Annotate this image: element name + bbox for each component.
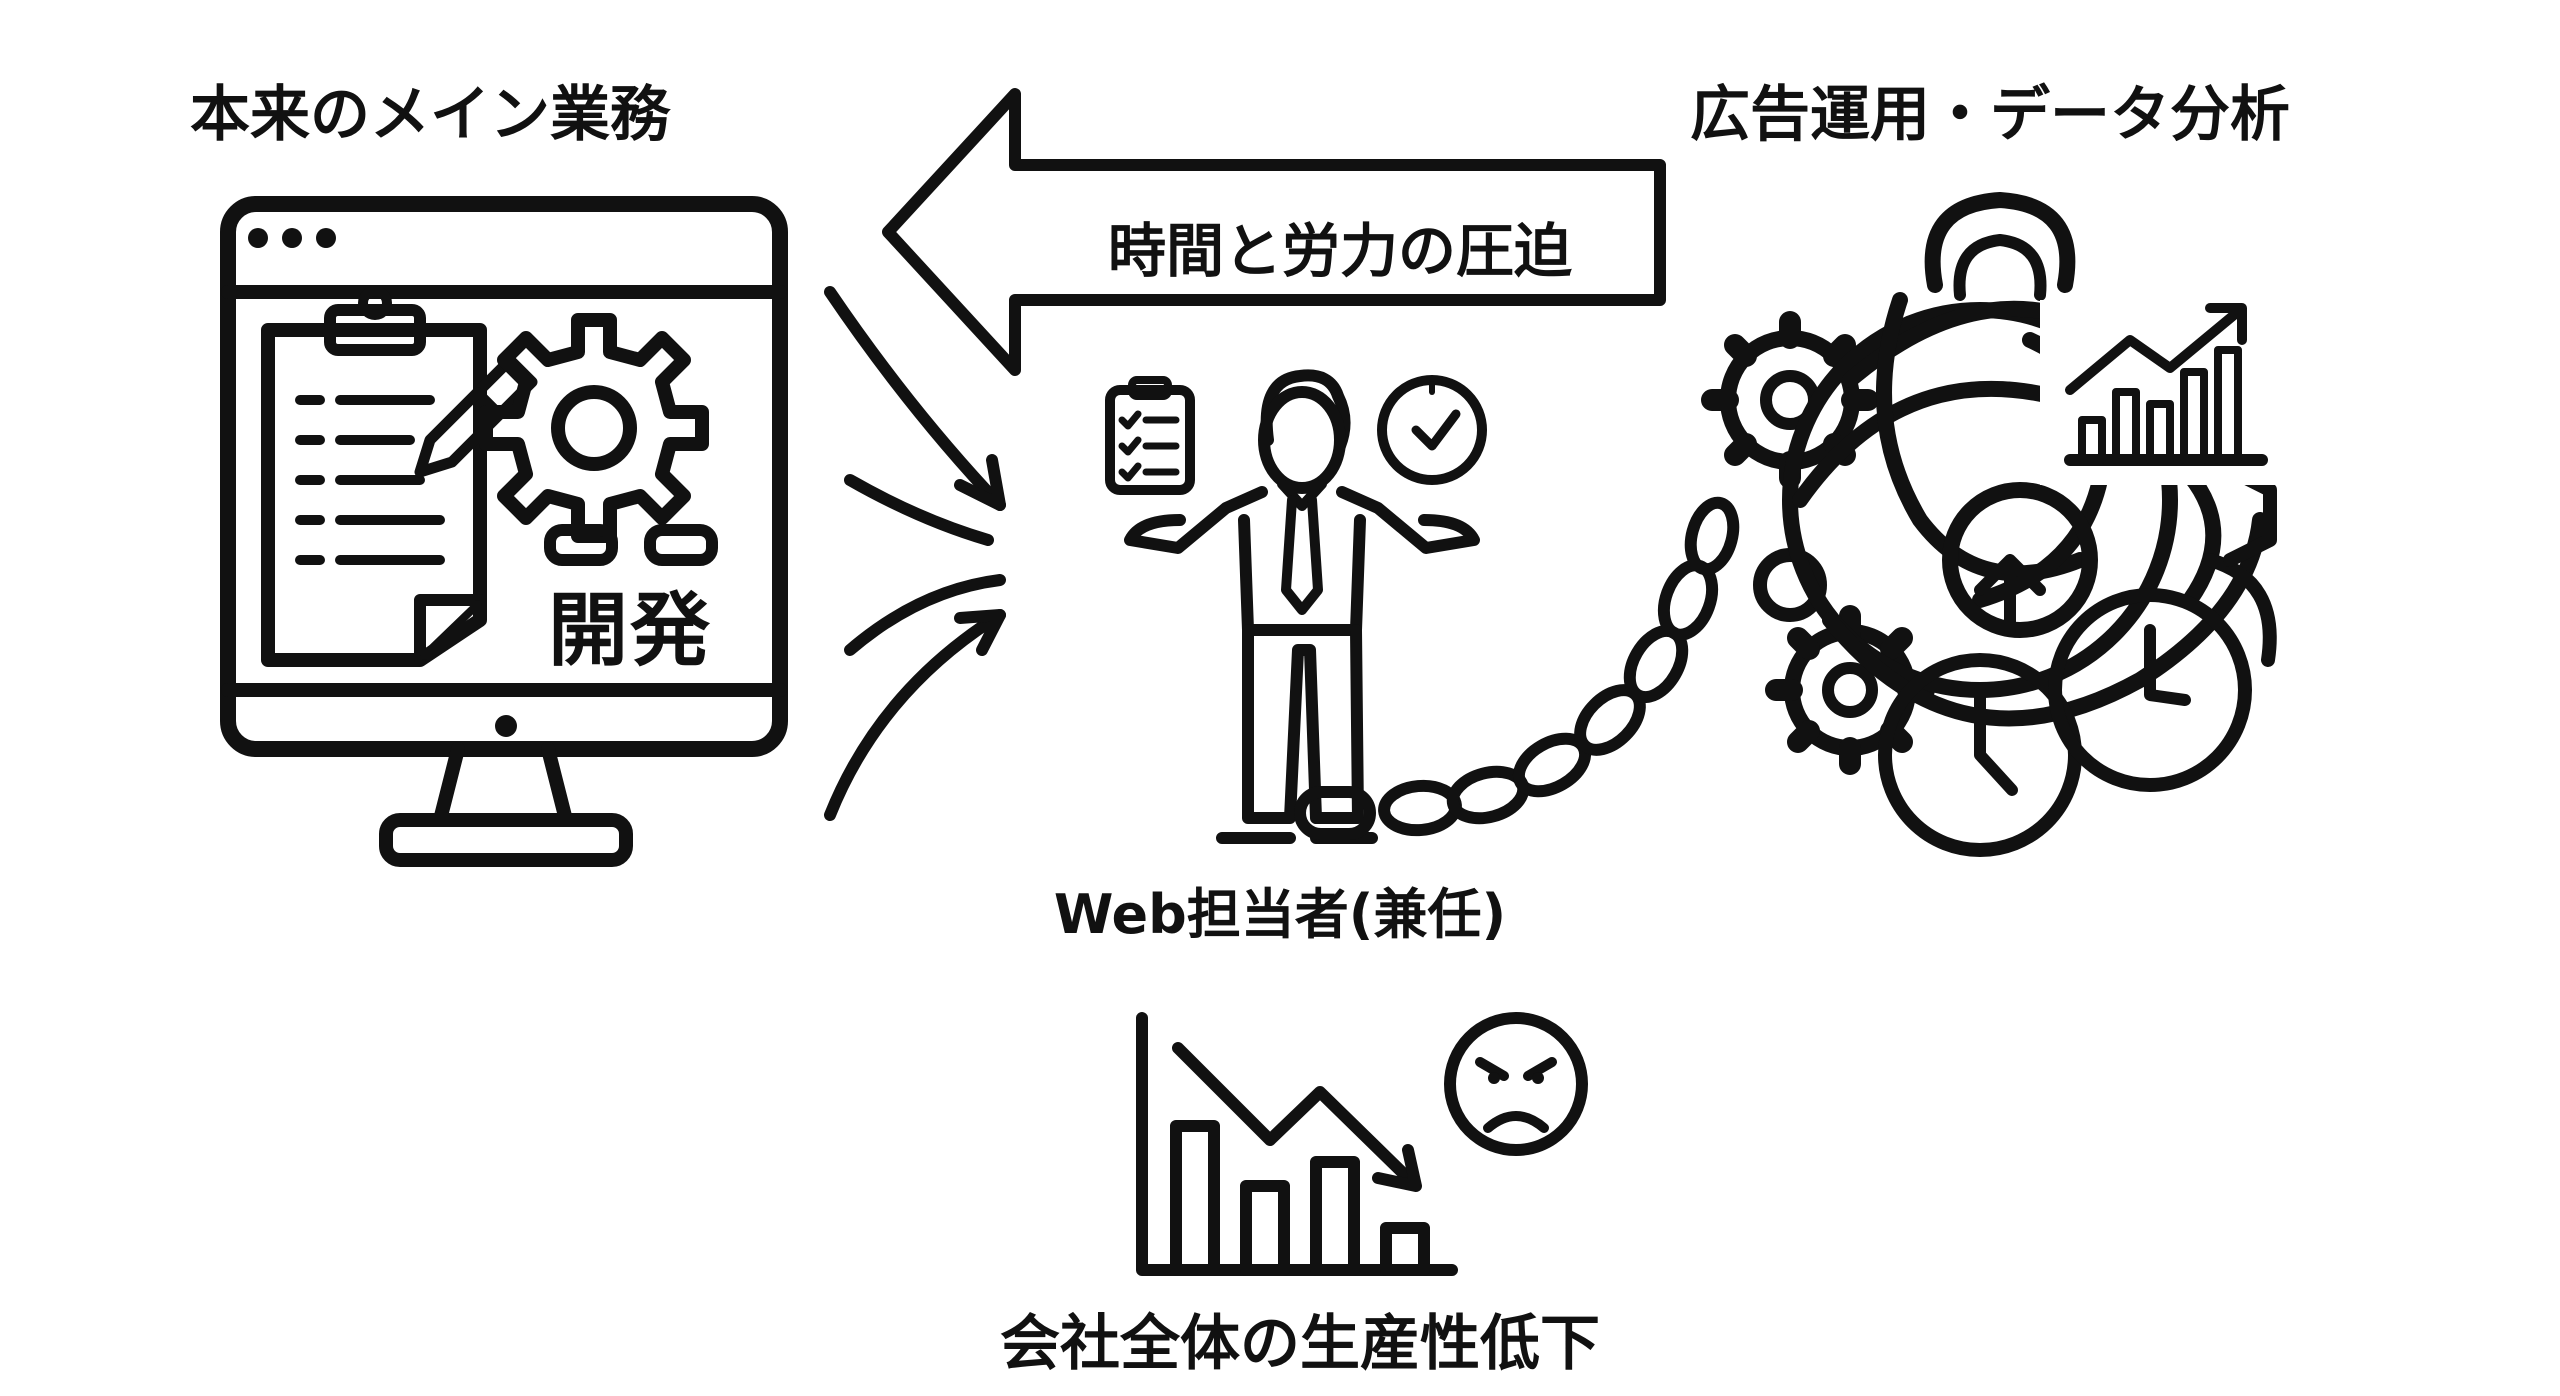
angry-face-icon [1444, 1012, 1588, 1156]
checklist-icon [1105, 376, 1195, 495]
dev-label: 開発 [548, 584, 712, 677]
dev-blocks-icon [544, 524, 718, 566]
arrow-left-icon [882, 88, 1666, 376]
chain-icon [1294, 496, 1740, 840]
growth-chart-icon [2040, 300, 2275, 485]
productivity-label: 会社全体の生産性低下 [1000, 1309, 1600, 1379]
declining-bar-chart-icon [1136, 1012, 1458, 1276]
person-icon [1124, 369, 1480, 844]
pressure-label: 時間と労力の圧迫 [1107, 217, 1572, 285]
ad-ops-label: 広告運用・データ分析 [1690, 80, 2290, 150]
clock-icon [1377, 375, 1487, 485]
gear-icon [479, 313, 709, 543]
tangled-gears-clocks-icon [1701, 192, 2277, 857]
monitor-icon [220, 196, 788, 867]
clipboard-icon [261, 286, 487, 667]
flow-arrows-icon [824, 286, 1006, 821]
web-person-label: Web担当者(兼任) [1053, 883, 1507, 946]
main-work-label: 本来のメイン業務 [190, 80, 670, 150]
